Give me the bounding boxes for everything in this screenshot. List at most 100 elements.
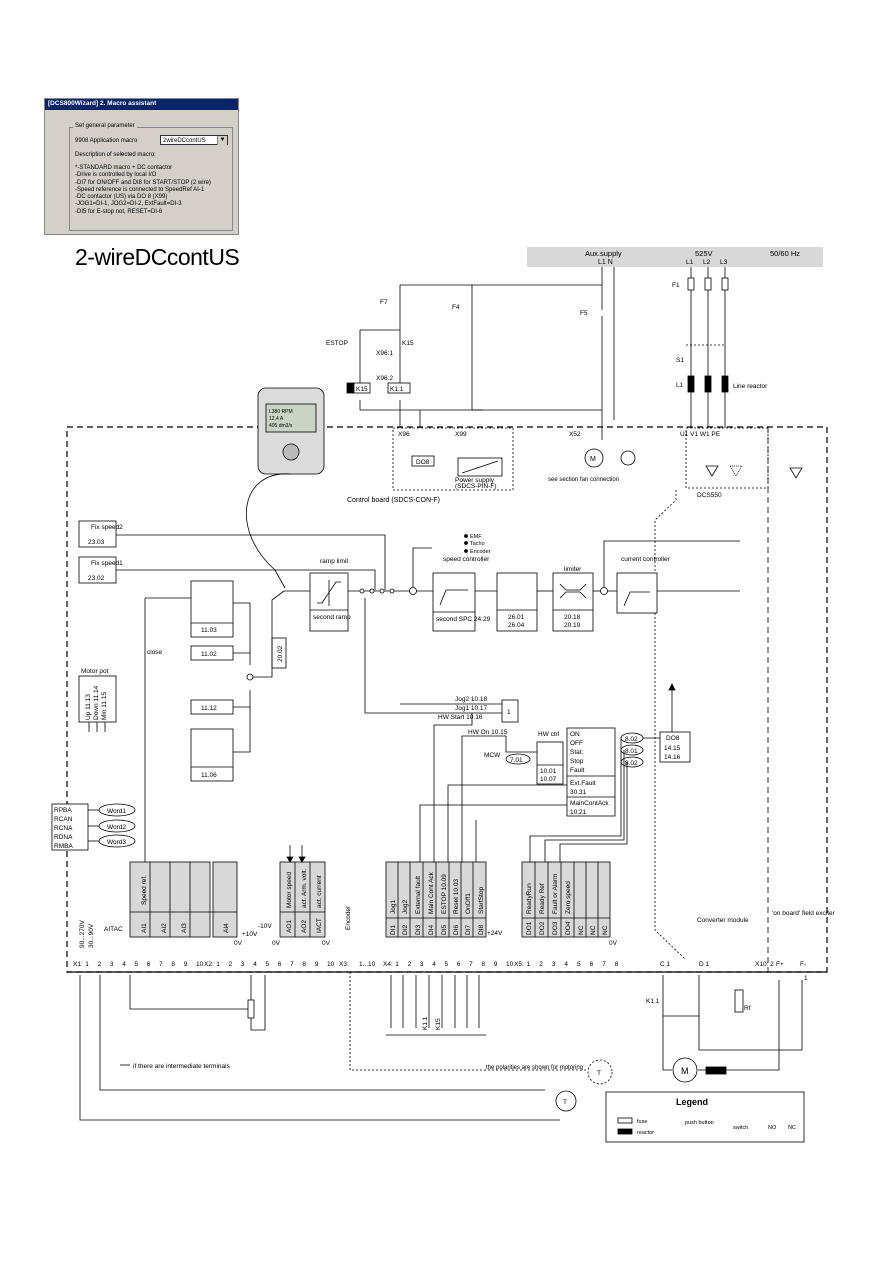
converter-module-label: Converter module — [697, 917, 749, 924]
s1-label: S1 — [676, 357, 684, 364]
k15-coil-label: K15 — [356, 386, 368, 393]
description-list: *-STANDARD macro + DC contactor -Drive i… — [75, 165, 211, 216]
di5-function: ESTOP 10.09 — [441, 874, 448, 914]
panel-cable — [245, 473, 292, 589]
fan-icon — [620, 450, 636, 466]
phase-label: L2 — [703, 259, 711, 266]
ai4-group — [212, 861, 238, 938]
thyristor-icon — [729, 465, 743, 477]
di3-function: External fault — [415, 876, 422, 914]
voltage-label: 525V — [695, 249, 713, 258]
fix-speed1-wire — [116, 569, 376, 590]
terminal-number: 2 — [539, 961, 543, 968]
di3-label: DI3 — [415, 925, 422, 936]
do2-function: Ready Ref — [539, 883, 546, 914]
select-value: 2wireDCcontUS — [163, 138, 206, 144]
fix-speed2-box — [78, 520, 117, 548]
thyristor-icon — [705, 465, 719, 477]
speed-controller-block — [432, 572, 476, 632]
terminal-number: 7 — [290, 961, 294, 968]
voltage-range: 30...90V — [88, 923, 95, 948]
do8-label: DO8 — [416, 459, 430, 466]
feedback-wire — [412, 547, 432, 587]
description-line: -JOG1=DI-1, JOG2=DI-2, ExtFault=DI-3 — [75, 201, 182, 208]
do8-relay — [411, 455, 435, 467]
param-1102: 11.02 — [201, 651, 217, 658]
fix-speed2-param: 23.03 — [88, 539, 105, 546]
di-switch-row — [386, 975, 486, 1036]
sel-wire — [233, 690, 251, 753]
jog-wire — [364, 598, 502, 714]
state-on: ON — [570, 731, 580, 738]
application-macro-select[interactable]: 2wireDCcontUS ▼ — [160, 135, 228, 145]
di2-function: Jog2 — [402, 900, 409, 914]
terminal-number: X5: — [514, 961, 524, 968]
jog2-label: Jog2 10.18 — [455, 696, 488, 703]
state-fault: Fault — [570, 767, 585, 774]
terminal-number: 2 — [229, 961, 233, 968]
iact-function: act. current — [316, 875, 323, 908]
reactor-legend-icon — [617, 1128, 633, 1135]
macro-assistant-window: [DCS800Wizard] 2. Macro assistant Set ge… — [44, 98, 239, 235]
arrow-down-icon — [286, 856, 294, 863]
or-block-label: 1 — [507, 709, 511, 716]
di-wire — [461, 735, 537, 862]
terminal-number: X1: — [73, 961, 83, 968]
terminal-number: 3 — [552, 961, 556, 968]
fieldbus-item: RCAN — [54, 816, 73, 823]
param-802: 8.02 — [625, 736, 638, 743]
description-line: -Speed reference is connected to SpeedRe… — [75, 186, 205, 193]
plus10v-label: +10V — [242, 931, 258, 938]
fieldbus-box — [51, 803, 89, 851]
nc-label: NC — [590, 925, 597, 935]
tacho-gen-t: T — [563, 1099, 567, 1106]
fieldbus-item: RPBA — [54, 807, 72, 814]
do8-box-label: DO8 — [666, 735, 680, 742]
x96-label: X96 — [398, 431, 410, 438]
l1-label: L1 — [676, 382, 684, 389]
ext-fault-label: Ext.Fault — [570, 780, 596, 787]
chevron-down-icon[interactable]: ▼ — [217, 136, 227, 145]
limiter-block — [552, 572, 594, 632]
nc-label: NC — [578, 925, 585, 935]
fan-note: see section fan connection — [548, 477, 619, 483]
minus10v-label: -10V — [258, 923, 272, 930]
x96-1-label: X96:1 — [376, 350, 393, 357]
terminal-number: 3 — [241, 961, 245, 968]
arrow-up-icon — [668, 683, 676, 691]
di4-label: DI4 — [428, 925, 435, 936]
main-cont-label: MainContAck — [570, 800, 609, 807]
do1-label: DO1 — [526, 921, 533, 935]
control-panel-keypad[interactable]: L380 RPM 12,4 A 405 dm3/s — [257, 387, 325, 475]
di4-function: Main Cont Ack — [428, 871, 435, 914]
word1: Word1 — [107, 808, 126, 815]
sel-26-p2: 26.04 — [508, 622, 525, 629]
ai1-label: AI1 — [141, 923, 148, 933]
state-stop: Stop — [570, 758, 584, 765]
terminal-number: X2: — [204, 961, 214, 968]
encoder-wire — [349, 972, 588, 1071]
plus24v-label: +24V — [487, 930, 503, 937]
polarities-note: the polarities are shown for motoring — [486, 1065, 583, 1071]
legend-switch: switch — [733, 1125, 748, 1131]
param-label: 9908 Application macro — [75, 138, 138, 144]
terminal-number: 3 — [420, 961, 424, 968]
terminal-number: 1...10 — [359, 961, 376, 968]
legend-nc: NC — [788, 1125, 796, 1131]
current-summing-junction — [600, 587, 608, 595]
f1-label: F1 — [672, 282, 680, 289]
power-supply-label: Power supply — [455, 477, 495, 484]
frequency-label: 50/60 Hz — [770, 249, 800, 258]
do4-function: Zero speed — [565, 881, 572, 914]
di7-function: OnOff1 — [465, 893, 472, 914]
mcw-label: MCW — [484, 752, 501, 759]
fan-motor — [584, 448, 604, 468]
close-label: close — [147, 649, 163, 656]
legend-no: NO — [768, 1125, 777, 1131]
x96-2-label: X96:2 — [376, 375, 393, 382]
di5-label: DI5 — [441, 925, 448, 936]
sel-1103-param: 11.03 — [201, 627, 217, 634]
legend-box — [605, 1091, 805, 1143]
terminal-number: 8 — [171, 961, 175, 968]
description-line: -DC contactor (US) via DO 8 (X99) — [75, 194, 168, 201]
